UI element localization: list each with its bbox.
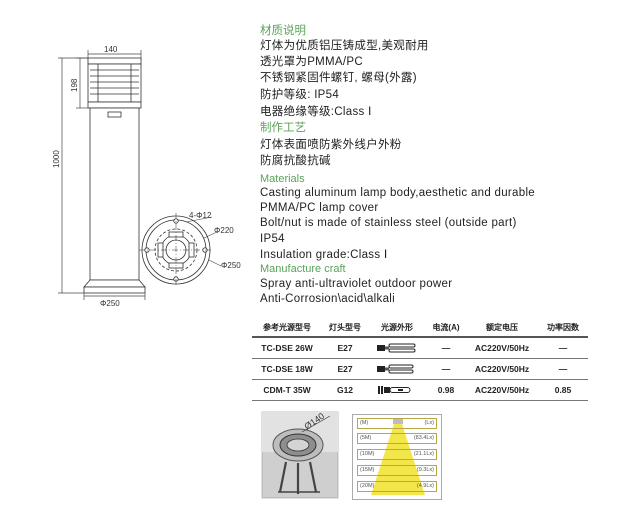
inner-diameter-label: Φ220 bbox=[214, 226, 234, 235]
twin-tube-lamp-icon bbox=[377, 364, 414, 374]
cn-material-line-5: 电器绝缘等级:Class Ⅰ bbox=[260, 106, 372, 118]
cn-craft-heading: 制作工艺 bbox=[260, 122, 306, 134]
base-width-dimension bbox=[83, 293, 146, 300]
top-view-photo bbox=[261, 411, 339, 499]
table-cell: 0.85 bbox=[538, 379, 588, 401]
table-header: 光源外形 bbox=[368, 318, 426, 338]
metal-halide-lamp-icon bbox=[378, 386, 411, 394]
cn-material-line-3: 不锈钢紧固件螺钉, 螺母(外露) bbox=[260, 72, 417, 84]
cn-material-line-1: 灯体为优质铝压铸成型,美观耐用 bbox=[260, 40, 429, 52]
base-width-label: Φ250 bbox=[100, 299, 120, 308]
table-header: 功率因数 bbox=[538, 318, 588, 338]
en-material-heading: Materials bbox=[260, 173, 305, 185]
table-cell: — bbox=[538, 337, 588, 359]
en-craft-heading: Manufacture craft bbox=[260, 263, 346, 275]
cn-material-heading: 材质说明 bbox=[260, 25, 306, 37]
table-header-row: 参考光源型号 灯头型号 光源外形 电流(A) 额定电压 功率因数 bbox=[252, 318, 588, 338]
table-header: 参考光源型号 bbox=[252, 318, 322, 338]
table-cell: E27 bbox=[322, 337, 368, 359]
table-header: 额定电压 bbox=[466, 318, 538, 338]
table-cell: AC220V/50Hz bbox=[466, 337, 538, 359]
cn-craft-line-1: 灯体表面喷防紫外线户外粉 bbox=[260, 139, 402, 151]
cn-craft-line-2: 防腐抗酸抗碱 bbox=[260, 155, 331, 167]
table-cell: E27 bbox=[322, 358, 368, 380]
lux-row: (15M)(9.3Lx) bbox=[357, 465, 437, 476]
en-material-line-2: PMMA/PC lamp cover bbox=[260, 202, 379, 214]
en-material-line-1: Casting aluminum lamp body,aesthetic and… bbox=[260, 187, 536, 199]
light-source-table: 参考光源型号 灯头型号 光源外形 电流(A) 额定电压 功率因数 TC-DSE … bbox=[252, 318, 588, 401]
en-material-line-5: Insulation grade:Class Ⅰ bbox=[260, 249, 388, 261]
lamp-shape-cell bbox=[368, 379, 426, 401]
lamp-shape-cell bbox=[368, 358, 426, 380]
outer-diameter-label: Φ250 bbox=[221, 261, 241, 270]
lamp-shape-cell bbox=[368, 337, 426, 359]
en-craft-line-2: Anti-Corrosion\acid\alkali bbox=[260, 293, 395, 305]
total-height-dimension bbox=[58, 57, 88, 294]
head-height-label: 198 bbox=[70, 78, 79, 92]
table-cell: TC-DSE 26W bbox=[252, 337, 322, 359]
table-cell: — bbox=[426, 337, 466, 359]
cn-material-line-4: 防护等级: IP54 bbox=[260, 89, 340, 101]
table-row: CDM-T 35W G12 0.98 AC220V/50Hz 0.85 bbox=[252, 379, 588, 401]
lux-row: (M)(Lx) bbox=[357, 418, 437, 429]
cn-material-line-2: 透光罩为PMMA/PC bbox=[260, 56, 363, 68]
table-cell: AC220V/50Hz bbox=[466, 358, 538, 380]
table-cell: — bbox=[538, 358, 588, 380]
base-plan-view bbox=[139, 213, 213, 287]
table-header: 灯头型号 bbox=[322, 318, 368, 338]
lamp-head bbox=[87, 57, 142, 109]
twin-tube-lamp-icon bbox=[377, 343, 416, 353]
lux-row: (10M)(21.1Lx) bbox=[357, 449, 437, 460]
top-width-label: 140 bbox=[104, 45, 118, 54]
lamp-pole bbox=[83, 107, 146, 294]
table-cell: — bbox=[426, 358, 466, 380]
table-cell: 0.98 bbox=[426, 379, 466, 401]
table-cell: TC-DSE 18W bbox=[252, 358, 322, 380]
lux-distribution-panel: (M)(Lx) (5M)(83.4Lx) (10M)(21.1Lx) (15M)… bbox=[352, 414, 442, 500]
en-material-line-3: Bolt/nut is made of stainless steel (out… bbox=[260, 217, 517, 229]
table-row: TC-DSE 26W E27 — AC220V/50Hz — bbox=[252, 337, 588, 359]
en-craft-line-1: Spray anti-ultraviolet outdoor power bbox=[260, 278, 453, 290]
table-cell: AC220V/50Hz bbox=[466, 379, 538, 401]
total-height-label: 1000 bbox=[52, 150, 61, 168]
hole-label: 4-Φ12 bbox=[189, 211, 212, 220]
lux-row: (5M)(83.4Lx) bbox=[357, 433, 437, 444]
table-row: TC-DSE 18W E27 — AC220V/50Hz — bbox=[252, 358, 588, 380]
en-material-line-4: IP54 bbox=[260, 233, 285, 245]
table-cell: CDM-T 35W bbox=[252, 379, 322, 401]
table-header: 电流(A) bbox=[426, 318, 466, 338]
lux-row: (20M)(4.9Lx) bbox=[357, 481, 437, 492]
table-cell: G12 bbox=[322, 379, 368, 401]
